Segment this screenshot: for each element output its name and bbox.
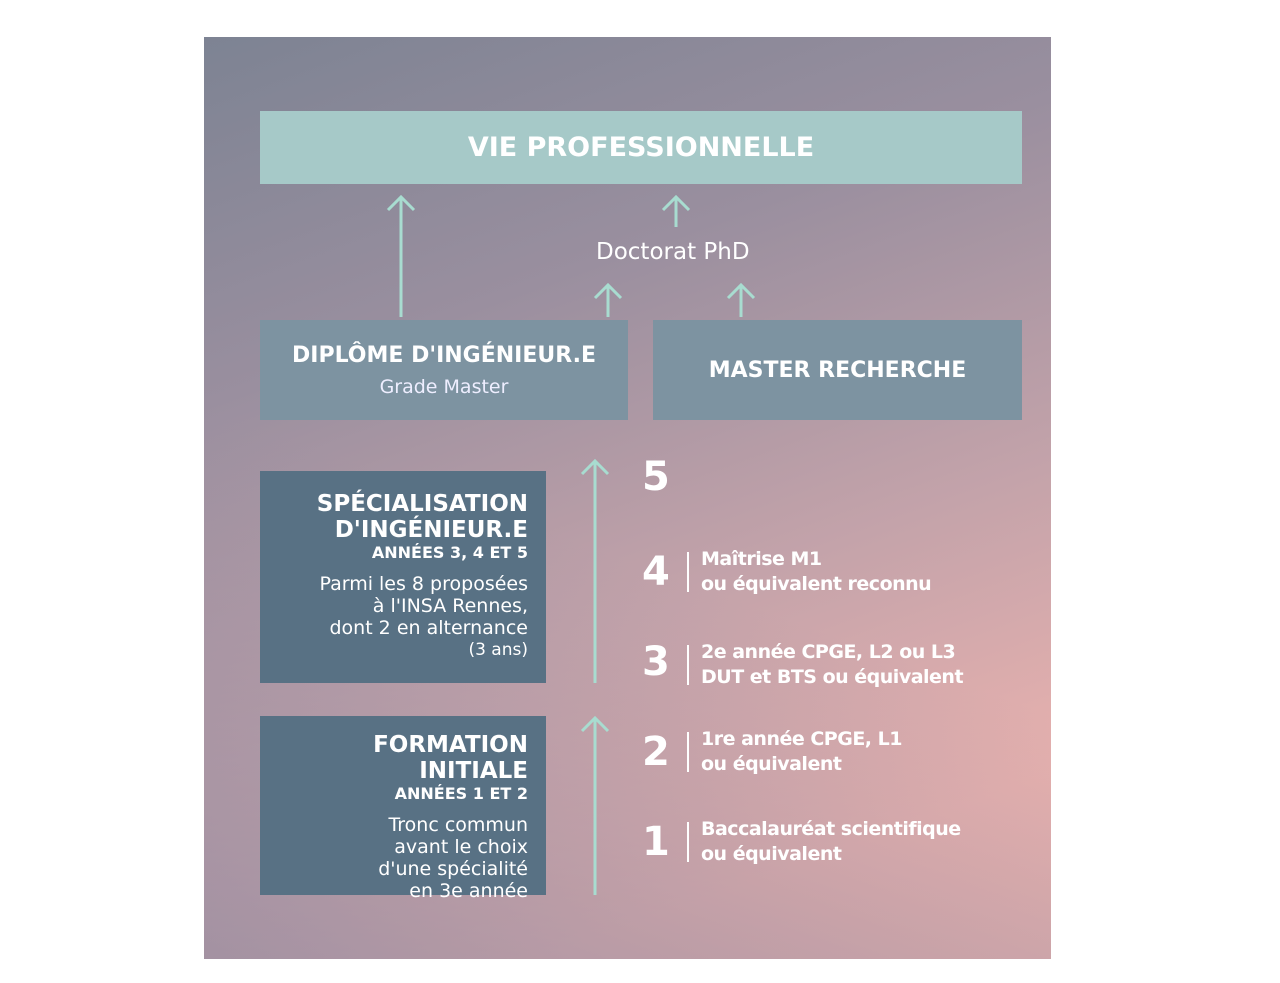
level-line: DUT et BTS ou équivalent <box>701 666 964 688</box>
diplome-subtitle: Grade Master <box>379 375 509 398</box>
spec-desc-line: (3 ans) <box>468 640 528 660</box>
formation-desc-line: Tronc commun <box>388 814 528 836</box>
level-line: ou équivalent <box>701 753 842 775</box>
level-2-text: 1re année CPGE, L1 ou équivalent <box>701 727 902 777</box>
level-line: Baccalauréat scientifique <box>701 818 961 840</box>
formation-desc-line: avant le choix <box>394 836 528 858</box>
spec-desc-line: Parmi les 8 proposées <box>319 573 528 595</box>
level-4-number: 4 <box>642 549 670 595</box>
formation-desc-line: d'une spécialité <box>378 858 528 880</box>
level-1-number: 1 <box>642 819 670 865</box>
arrow-up-icon <box>726 282 756 317</box>
level-divider <box>687 732 689 772</box>
spec-desc: Parmi les 8 proposées à l'INSA Rennes, d… <box>278 573 528 661</box>
spec-desc-line: à l'INSA Rennes, <box>372 595 528 617</box>
level-2-number: 2 <box>642 729 670 775</box>
vie-professionnelle-banner: VIE PROFESSIONNELLE <box>260 111 1022 184</box>
arrow-up-icon <box>661 194 691 227</box>
arrow-up-icon <box>593 282 623 317</box>
level-4-text: Maîtrise M1 ou équivalent reconnu <box>701 547 932 597</box>
level-3-number: 3 <box>642 639 670 685</box>
spec-years: ANNÉES 3, 4 ET 5 <box>371 543 528 562</box>
level-line: ou équivalent <box>701 843 842 865</box>
level-3-text: 2e année CPGE, L2 ou L3 DUT et BTS ou équ… <box>701 640 964 690</box>
level-line: 2e année CPGE, L2 ou L3 <box>701 641 956 663</box>
arrow-up-icon <box>580 715 610 895</box>
master-box: MASTER RECHERCHE <box>653 320 1022 420</box>
level-divider <box>687 822 689 862</box>
arrow-up-icon <box>580 458 610 683</box>
formation-desc: Tronc commun avant le choix d'une spécia… <box>278 814 528 902</box>
diplome-title: DIPLÔME D'INGÉNIEUR.E <box>292 342 596 368</box>
specialisation-box: SPÉCIALISATION D'INGÉNIEUR.E ANNÉES 3, 4… <box>260 471 546 683</box>
formation-box: FORMATION INITIALE ANNÉES 1 ET 2 Tronc c… <box>260 716 546 902</box>
level-line: 1re année CPGE, L1 <box>701 728 902 750</box>
diplome-box: DIPLÔME D'INGÉNIEUR.E Grade Master <box>260 320 628 420</box>
level-5-number: 5 <box>642 454 670 500</box>
diagram-panel: VIE PROFESSIONNELLE Doctorat PhD DIPLÔME… <box>204 37 1051 959</box>
spec-desc-line: dont 2 en alternance <box>329 617 528 639</box>
master-title: MASTER RECHERCHE <box>708 357 967 383</box>
doctorat-label: Doctorat PhD <box>596 239 750 265</box>
formation-desc-line: en 3e année <box>409 880 528 902</box>
formation-title: FORMATION INITIALE <box>373 732 528 784</box>
level-line: Maîtrise M1 <box>701 548 822 570</box>
level-divider <box>687 552 689 592</box>
spec-title-1: SPÉCIALISATION <box>316 491 528 517</box>
level-line: ou équivalent reconnu <box>701 573 932 595</box>
level-divider <box>687 645 689 685</box>
level-1-text: Baccalauréat scientifique ou équivalent <box>701 817 961 867</box>
arrows <box>386 194 756 895</box>
formation-years: ANNÉES 1 ET 2 <box>394 784 528 803</box>
arrow-up-icon <box>386 194 416 317</box>
spec-title-2: D'INGÉNIEUR.E <box>334 517 528 543</box>
